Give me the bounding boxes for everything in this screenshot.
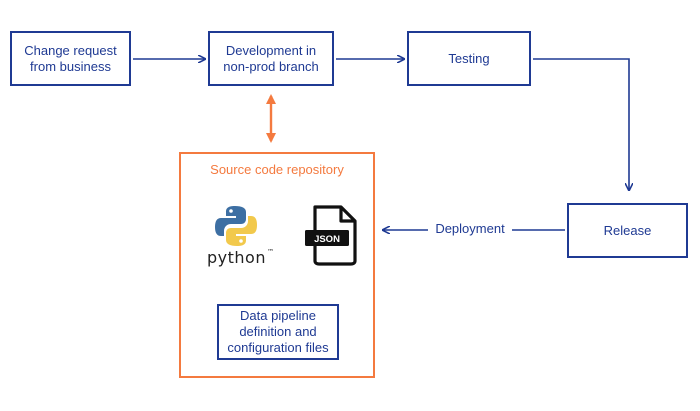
development-box: Development in non-prod branch — [208, 31, 334, 86]
testing-box: Testing — [407, 31, 531, 86]
development-label: Development in non-prod branch — [223, 42, 319, 74]
release-label: Release — [603, 222, 652, 238]
json-file-icon: JSON — [305, 205, 357, 266]
python-wordmark: python™ — [207, 248, 274, 267]
python-logo-icon — [215, 206, 257, 246]
release-box: Release — [567, 203, 688, 258]
json-label: JSON — [314, 234, 340, 245]
repository-title: Source code repository — [210, 162, 344, 177]
arrow-testing-to-release — [533, 58, 629, 190]
change-request-box: Change request from business — [10, 31, 131, 86]
pipeline-config-label: Data pipeline definition and configurati… — [227, 308, 329, 355]
testing-label: Testing — [448, 50, 490, 66]
pipeline-config-box: Data pipeline definition and configurati… — [217, 304, 339, 360]
change-request-label: Change request from business — [24, 42, 117, 74]
python-tm: ™ — [266, 248, 275, 256]
python-text: python — [207, 248, 266, 267]
deployment-label: Deployment — [428, 221, 512, 236]
source-code-repository: Source code repository python™ JSON Data… — [179, 152, 375, 378]
